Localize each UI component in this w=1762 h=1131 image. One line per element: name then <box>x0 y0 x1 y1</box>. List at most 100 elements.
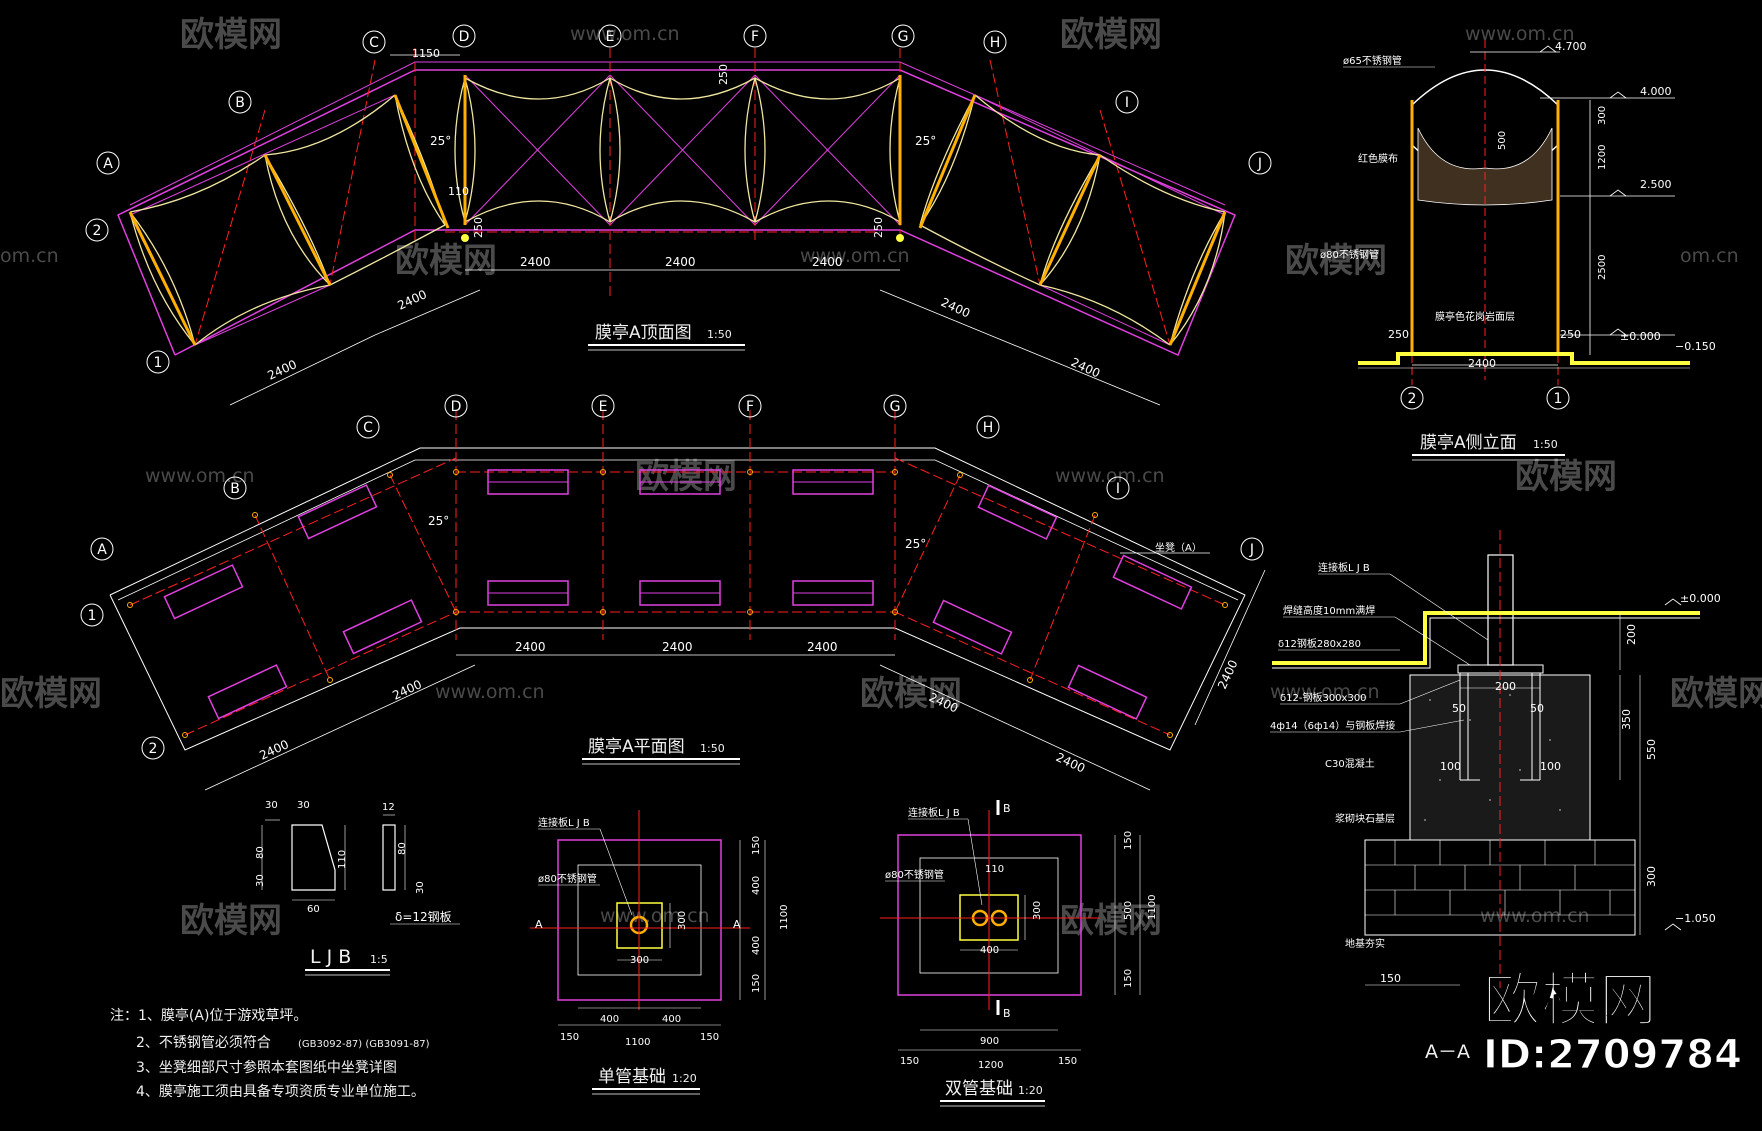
dim-label: 400 <box>980 945 999 956</box>
label-ljb: 连接板L J B <box>908 806 960 819</box>
dim-label: 110 <box>337 850 348 869</box>
label-weld: 焊缝高度10mm满焊 <box>1283 604 1375 617</box>
grid-label-g: G <box>890 399 901 415</box>
dim-label: 150 <box>1058 1056 1077 1067</box>
dim-label: 300 <box>630 955 649 966</box>
ljb-detail: 30 30 12 80 30 110 80 30 60 δ=12钢板 L J B… <box>255 800 460 976</box>
dim-label: 2400 <box>265 357 299 383</box>
label-pipe80: ø80不锈钢管 <box>885 868 944 881</box>
elev-label: 4.700 <box>1555 40 1587 53</box>
grid-label-2: 2 <box>93 223 102 239</box>
watermark-brand: 欧模网 <box>180 15 282 55</box>
label-pipe65: ø65不锈钢管 <box>1343 54 1402 67</box>
grid-label-c: C <box>369 35 379 51</box>
dim-label: 150 <box>1380 972 1401 985</box>
watermark-url: www.om.cn <box>1480 905 1590 927</box>
dim-label: 110 <box>448 185 469 198</box>
grid-label-1: 1 <box>154 355 163 371</box>
single-foundation: 150 1100 150 400 400 300 300 150 400 400… <box>530 810 790 1095</box>
dim-label: 200 <box>1495 680 1516 693</box>
dim-label: 50 <box>1530 702 1544 715</box>
dim-label: 150 <box>751 974 762 993</box>
dim-label: 100 <box>1440 760 1461 773</box>
elev-label: 4.000 <box>1640 85 1672 98</box>
dim-label: 12 <box>382 802 395 813</box>
dim-label: 200 <box>1625 624 1638 645</box>
watermark-url: www.om.cn <box>1465 23 1575 45</box>
elev-label: −0.150 <box>1675 340 1716 353</box>
dim-label: 300 <box>1645 866 1658 887</box>
label-ljb: 连接板L J B <box>538 816 590 829</box>
dim-label: 2400 <box>257 737 291 763</box>
label-pipe80: ø80不锈钢管 <box>538 872 597 885</box>
elev-label: ±0.000 <box>1680 592 1721 605</box>
ljb-title: L J B <box>310 946 351 968</box>
watermark-url: www.om.cn <box>800 245 910 267</box>
floor-plan: 2400 2400 2400 2400 2400 2400 2400 2400 … <box>80 394 1266 791</box>
dim-label: 150 <box>1123 969 1134 988</box>
grid-label-f: F <box>746 399 754 415</box>
side-elev-scale: 1:50 <box>1533 438 1558 451</box>
double-scale: 1:20 <box>1018 1084 1043 1097</box>
grid-label-i: I <box>1116 481 1120 497</box>
side-elevation: 4.700 4.000 2.500 ±0.000 −0.150 300 1200… <box>1320 40 1716 461</box>
label-rubble: 浆砌块石基层 <box>1335 812 1395 825</box>
dim-label: 2400 <box>1054 750 1088 776</box>
dim-label: 250 <box>717 64 730 85</box>
grid-label-e: E <box>606 29 615 45</box>
double-title: 双管基础 <box>945 1079 1013 1099</box>
dim-label: 1150 <box>412 47 440 60</box>
angle-label: 25° <box>905 537 926 551</box>
floor-plan-title: 膜亭A平面图 <box>588 737 685 757</box>
dim-label: 500 <box>1123 901 1134 920</box>
label-c30: C30混凝土 <box>1325 757 1375 770</box>
grid-label-1: 1 <box>88 608 97 624</box>
grid-label-h: H <box>990 35 1001 51</box>
dim-label: 30 <box>265 800 278 811</box>
dim-label: 400 <box>662 1014 681 1025</box>
dim-label: 50 <box>1452 702 1466 715</box>
angle-label: 25° <box>915 134 936 148</box>
dim-label: 1100 <box>779 905 790 930</box>
roof-plan-title: 膜亭A顶面图 <box>595 323 692 343</box>
dim-label: 900 <box>980 1036 999 1047</box>
roof-plan-scale: 1:50 <box>707 328 732 341</box>
grid-label-g: G <box>898 29 909 45</box>
dim-label: 1100 <box>625 1037 650 1048</box>
watermark-brand: 欧模网 <box>1285 241 1387 281</box>
double-foundation: B B 150 1200 150 900 400 110 300 150 500… <box>880 800 1158 1107</box>
grid-label-i: I <box>1125 95 1129 111</box>
dim-label: 300 <box>677 911 688 930</box>
dim-label: 110 <box>985 864 1004 875</box>
dim-label: 30 <box>297 800 310 811</box>
dim-label: 150 <box>751 836 762 855</box>
dim-label: 150 <box>900 1056 919 1067</box>
grid-label-a: A <box>103 156 113 172</box>
note-1: 注：1、膜亭(A)位于游戏草坪。 <box>110 1007 307 1024</box>
angle-label: 25° <box>430 134 451 148</box>
dim-label: 100 <box>1540 760 1561 773</box>
dim-label: 150 <box>560 1032 579 1043</box>
dim-label: 150 <box>700 1032 719 1043</box>
elev-label: −1.050 <box>1675 912 1716 925</box>
watermark-brand: 欧模网 <box>1060 901 1162 941</box>
label-red-membrane: 红色膜布 <box>1358 152 1398 165</box>
side-elev-title: 膜亭A侧立面 <box>1420 433 1517 453</box>
dim-label: 1200 <box>978 1060 1003 1071</box>
label-ljb: 连接板L J B <box>1318 561 1370 574</box>
grid-label-b: B <box>230 481 240 497</box>
floor-outline <box>109 447 1246 751</box>
watermark-url: om.cn <box>1680 245 1739 267</box>
dim-label: 500 <box>1497 131 1508 150</box>
note-4: 4、膜亭施工须由具备专项资质专业单位施工。 <box>136 1083 425 1100</box>
note-3: 3、坐凳细部尺寸参照本套图纸中坐凳详图 <box>136 1059 397 1076</box>
grid-label-2: 2 <box>149 741 158 757</box>
label-pipe80: ø80不锈钢管 <box>1320 248 1379 261</box>
elev-label: ±0.000 <box>1620 330 1661 343</box>
plate-label: δ=12钢板 <box>395 910 452 924</box>
roof-plan: 2400 2400 2400 2400 2400 2400 2400 1150 … <box>85 24 1272 406</box>
dim-label: 400 <box>751 936 762 955</box>
dim-label: 400 <box>600 1014 619 1025</box>
watermark-brand: 欧模网 <box>1670 674 1762 714</box>
single-title: 单管基础 <box>598 1067 666 1087</box>
